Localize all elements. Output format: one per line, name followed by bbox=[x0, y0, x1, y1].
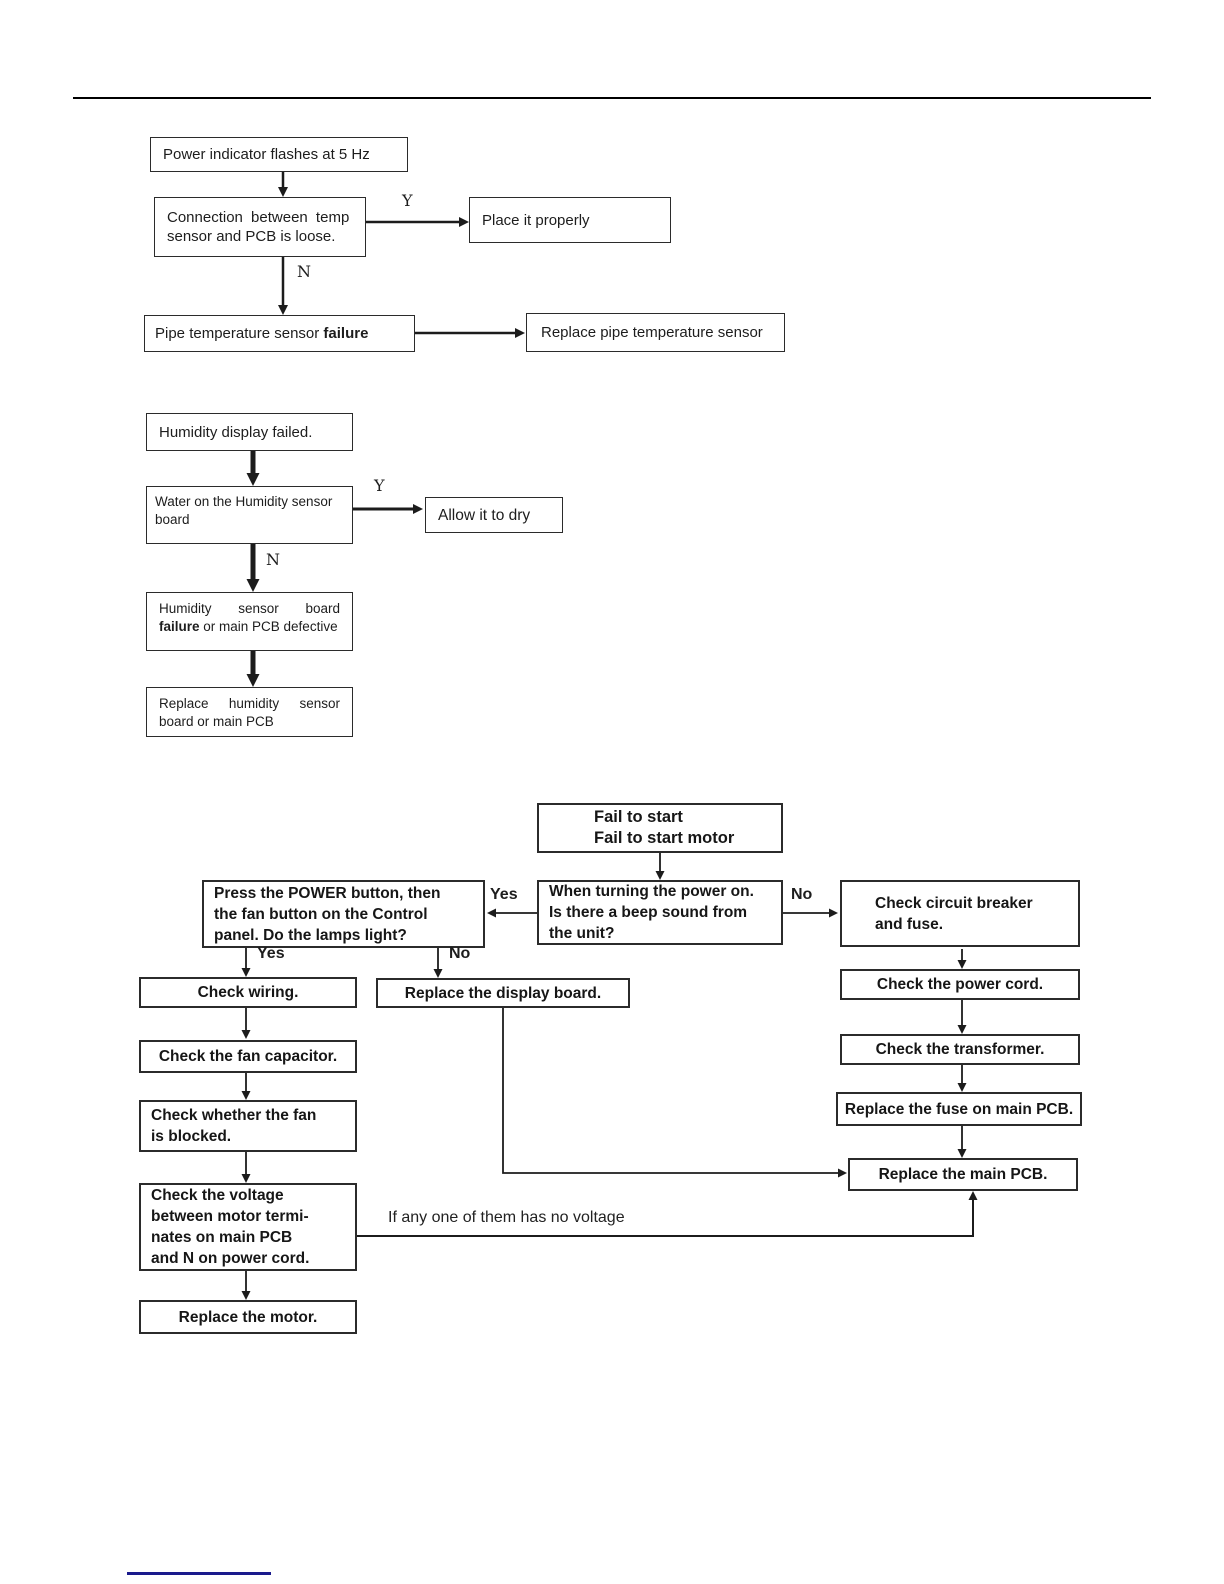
node-replace-humidity-board: Replace humidity sensor board or main PC… bbox=[146, 687, 353, 737]
node-pipe-sensor-failure: Pipe temperature sensor failure bbox=[144, 315, 415, 352]
node-check-breaker: Check circuit breaker and fuse. bbox=[840, 880, 1080, 947]
c3-display-to-mainpcb-connector bbox=[502, 1008, 847, 1178]
node-text: Replace the main PCB. bbox=[878, 1166, 1048, 1183]
node-text: Replace the display board. bbox=[404, 984, 602, 1002]
footer-link-rule bbox=[127, 1572, 271, 1575]
node-humidity-board-failure: Humidity sensor board failure or main PC… bbox=[146, 592, 353, 651]
node-replace-pipe-sensor: Replace pipe temperature sensor bbox=[526, 313, 785, 352]
node-check-transformer: Check the transformer. bbox=[840, 1034, 1080, 1065]
node-text: Replace the motor. bbox=[178, 1308, 318, 1326]
word: board bbox=[305, 601, 340, 616]
node-replace-fuse: Replace the fuse on main PCB. bbox=[836, 1092, 1082, 1126]
node-text: Check the power cord. bbox=[876, 976, 1044, 993]
node-check-fan-blocked: Check whether the fan is blocked. bbox=[139, 1100, 357, 1152]
node-text-line4: and N on power cord. bbox=[151, 1250, 310, 1267]
node-beep-question: When turning the power on. Is there a be… bbox=[537, 880, 783, 945]
node-text-line2: is blocked. bbox=[151, 1128, 232, 1145]
node-text: Place it properly bbox=[482, 211, 590, 229]
node-text-bold: failure bbox=[159, 619, 200, 634]
node-text-line2: Fail to start motor bbox=[594, 829, 735, 847]
c1-no-label: N bbox=[297, 262, 311, 281]
word: humidity bbox=[228, 696, 280, 711]
header-rule bbox=[73, 97, 1151, 99]
node-text-line2: board or main PCB bbox=[159, 714, 274, 729]
node-text-line1: Press the POWER button, then bbox=[214, 884, 441, 902]
node-text: Replace pipe temperature sensor bbox=[541, 324, 763, 341]
node-text-line1: Check the voltage bbox=[151, 1187, 284, 1204]
node-text: Humidity display failed. bbox=[159, 423, 313, 441]
node-text-line1: Water on the Humidity sensor bbox=[155, 494, 333, 509]
node-text-line3: nates on main PCB bbox=[151, 1229, 293, 1246]
node-text: Pipe temperature sensor failure bbox=[145, 324, 414, 343]
node-text: Check the transformer. bbox=[875, 1041, 1045, 1058]
node-temp-sensor-question: Connection between temp sensor and PCB i… bbox=[154, 197, 366, 257]
node-text-bold: failure bbox=[323, 325, 369, 342]
node-text-line2: the fan button on the Control bbox=[214, 905, 428, 923]
no-voltage-note: If any one of them has no voltage bbox=[388, 1209, 625, 1226]
node-text-line2: and fuse. bbox=[875, 915, 944, 933]
node-text-line2: sensor and PCB is loose. bbox=[167, 228, 336, 245]
c3-beep-no-label: No bbox=[791, 886, 813, 903]
c2-yes-label: Y bbox=[374, 476, 385, 495]
node-text-line1: Connection between temp bbox=[167, 209, 350, 226]
word: Humidity bbox=[159, 601, 212, 616]
node-text-line1: Check circuit breaker bbox=[875, 894, 1033, 912]
c3-lamps-yes-label: Yes bbox=[257, 945, 285, 962]
node-water-question: Water on the Humidity sensor board bbox=[146, 486, 353, 544]
node-text: Check wiring. bbox=[197, 984, 299, 1001]
c3-lamps-no-label: No bbox=[449, 945, 471, 962]
word: sensor bbox=[299, 696, 340, 711]
node-text-line2: failure or main PCB defective bbox=[147, 618, 352, 636]
node-text-line1: When turning the power on. bbox=[549, 883, 754, 900]
node-text: Power indicator flashes at 5 Hz bbox=[163, 146, 370, 163]
word: Replace bbox=[159, 696, 209, 711]
node-text: Check the fan capacitor. bbox=[158, 1048, 338, 1065]
c3-beep-yes-label: Yes bbox=[490, 886, 518, 903]
node-text-normal: Pipe temperature sensor bbox=[155, 325, 324, 342]
node-text-normal: or main PCB defective bbox=[199, 619, 338, 634]
node-check-fan-capacitor: Check the fan capacitor. bbox=[139, 1040, 357, 1073]
c2-no-label: N bbox=[266, 550, 280, 569]
node-fail-to-start: Fail to start Fail to start motor bbox=[537, 803, 783, 853]
node-place-it-properly: Place it properly bbox=[469, 197, 671, 243]
word: sensor bbox=[238, 601, 279, 616]
node-text-line1: Replace humidity sensor bbox=[147, 695, 352, 713]
node-text-line2: Is there a beep sound from bbox=[549, 904, 748, 921]
node-humidity-start: Humidity display failed. bbox=[146, 413, 353, 451]
node-check-power-cord: Check the power cord. bbox=[840, 969, 1080, 1000]
node-text-line3: the unit? bbox=[549, 925, 615, 942]
node-text-line3: panel. Do the lamps light? bbox=[214, 926, 407, 944]
node-text-line1: Humidity sensor board bbox=[147, 600, 352, 618]
node-check-wiring: Check wiring. bbox=[139, 977, 357, 1008]
node-text-line2: between motor termi- bbox=[151, 1208, 309, 1225]
node-replace-main-pcb: Replace the main PCB. bbox=[848, 1158, 1078, 1191]
node-replace-display-board: Replace the display board. bbox=[376, 978, 630, 1008]
node-text-line2: board bbox=[155, 512, 190, 527]
c1-yes-label: Y bbox=[402, 191, 413, 210]
node-check-voltage: Check the voltage between motor termi- n… bbox=[139, 1183, 357, 1271]
node-lamps-question: Press the POWER button, then the fan but… bbox=[202, 880, 485, 948]
node-power-indicator-start: Power indicator flashes at 5 Hz bbox=[150, 137, 408, 172]
node-text-line1: Fail to start bbox=[594, 808, 683, 826]
node-text: Allow it to dry bbox=[438, 506, 531, 524]
node-text: Replace the fuse on main PCB. bbox=[844, 1100, 1074, 1118]
node-replace-motor: Replace the motor. bbox=[139, 1300, 357, 1334]
node-allow-to-dry: Allow it to dry bbox=[425, 497, 563, 533]
node-text-line1: Check whether the fan bbox=[151, 1107, 317, 1124]
